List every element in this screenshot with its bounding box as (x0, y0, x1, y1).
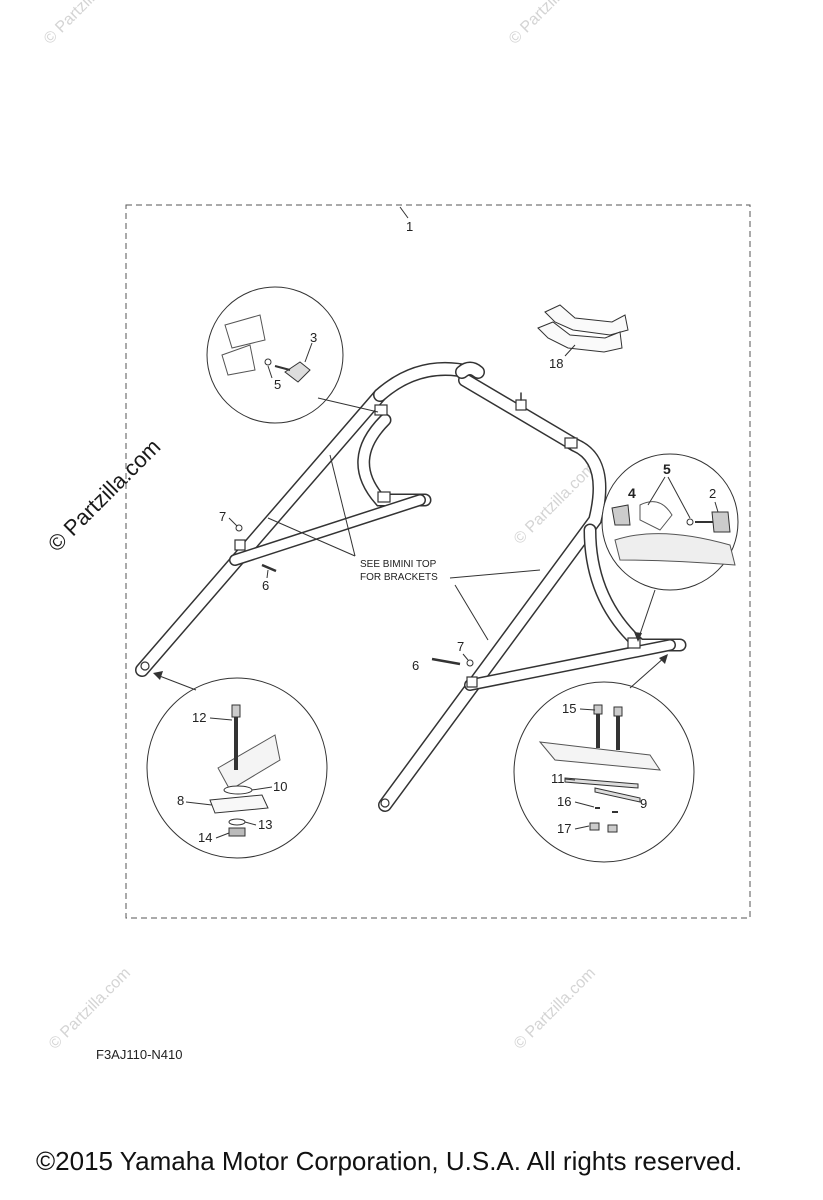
detail-leader (156, 674, 197, 691)
leader-line (564, 344, 576, 357)
callout-7: 7 (219, 509, 226, 524)
watermark-faint: © Partzilla.com (511, 965, 599, 1053)
leader-line (667, 476, 691, 519)
callout-4: 4 (628, 485, 636, 501)
bracket-part-18 (537, 304, 629, 353)
bolt (261, 563, 277, 573)
bimini-note-line2: FOR BRACKETS (360, 572, 438, 583)
arrowhead (659, 654, 668, 664)
leader-line (304, 342, 313, 363)
leader-line (399, 206, 409, 219)
leader-line (647, 476, 666, 506)
detail-circle-bottom-right (513, 681, 695, 863)
arrowhead (153, 671, 163, 680)
leader-line (574, 825, 590, 830)
washer (466, 659, 474, 667)
leader-line (462, 653, 469, 661)
callout-5: 5 (663, 461, 671, 477)
diagram-code: F3AJ110-N410 (96, 1047, 183, 1062)
leader-line (244, 821, 257, 826)
detail-circle-right (601, 453, 739, 591)
callout-6: 6 (412, 658, 419, 673)
callout-13: 13 (258, 817, 272, 832)
leader-line (564, 778, 576, 781)
leader-line (266, 569, 269, 579)
callout-7: 7 (457, 639, 464, 654)
callout-10: 10 (273, 779, 287, 794)
leader-line (215, 832, 230, 839)
watermark-main: © Partzilla.com (43, 434, 166, 557)
callout-1: 1 (406, 219, 413, 234)
detail-leader (637, 589, 656, 641)
callout-5: 5 (274, 377, 281, 392)
leader-line (185, 801, 213, 806)
bolt (431, 657, 461, 666)
assembly-boundary (125, 204, 751, 919)
detail-leader (629, 656, 666, 689)
leader-line (574, 801, 595, 808)
callout-16: 16 (557, 794, 571, 809)
leader-line (251, 786, 273, 791)
watermark-faint: © Partzilla.com (506, 0, 594, 48)
arrowhead (634, 632, 642, 642)
watermark-faint: © Partzilla.com (41, 0, 129, 48)
callout-17: 17 (557, 821, 571, 836)
leader-line (228, 517, 238, 527)
callout-11: 11 (551, 771, 565, 786)
note-leaders (267, 454, 541, 641)
detail-leader (317, 397, 379, 413)
callout-14: 14 (198, 830, 212, 845)
callout-15: 15 (562, 701, 576, 716)
leader-line (267, 365, 273, 379)
watermark-faint: © Partzilla.com (46, 965, 134, 1053)
callout-2: 2 (709, 486, 716, 501)
callout-12: 12 (192, 710, 206, 725)
callout-9: 9 (640, 796, 647, 811)
copyright-notice: ©2015 Yamaha Motor Corporation, U.S.A. A… (36, 1146, 743, 1176)
bimini-note-line1: SEE BIMINI TOP (360, 559, 437, 570)
callout-18: 18 (549, 356, 563, 371)
callout-6: 6 (262, 578, 269, 593)
callout-8: 8 (177, 793, 184, 808)
detail-circle-bottom-left (146, 677, 328, 859)
callout-3: 3 (310, 330, 317, 345)
leader-line (579, 708, 596, 711)
washer (235, 524, 243, 532)
tower-frame (135, 361, 687, 812)
detail-circle-top-left (206, 286, 344, 424)
leader-line (714, 501, 719, 513)
leader-line (209, 717, 233, 721)
